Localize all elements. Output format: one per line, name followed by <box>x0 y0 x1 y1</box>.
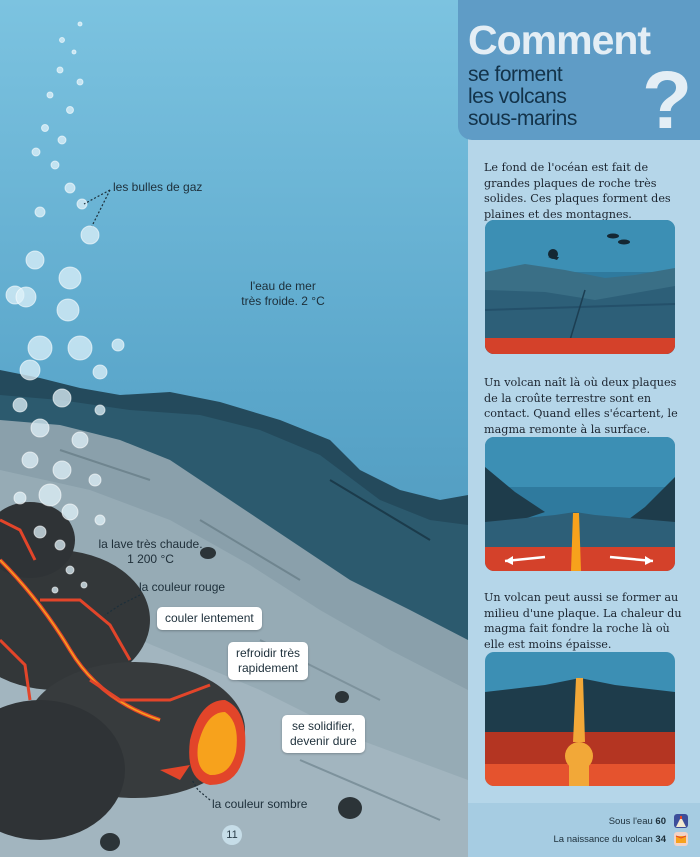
link-under-water-page: 60 <box>655 816 666 827</box>
label-gas-bubbles: les bulles de gaz <box>113 180 203 194</box>
underwater-volcano-scene <box>0 0 468 857</box>
question-mark: ? <box>642 55 693 146</box>
link-under-water[interactable]: Sous l'eau 60 <box>609 816 666 827</box>
label-red-color: la couleur rouge <box>139 580 226 594</box>
label-sea-water-line1: l'eau de mer <box>250 279 316 293</box>
label-sea-water-line2: très froide. 2 °C <box>241 294 325 308</box>
title-line-2: les volcans <box>468 85 567 108</box>
tag-flow-slowly: couler lentement <box>157 607 262 630</box>
paragraph-2: Un volcan naît là où deux plaques de la … <box>484 376 678 436</box>
link-volcano-birth-text: La naissance du volcan <box>553 834 653 845</box>
tag-solidify-line1: se solidifier, <box>292 719 355 733</box>
diagram-plates <box>485 220 675 354</box>
link-volcano-birth[interactable]: La naissance du volcan 34 <box>553 834 666 845</box>
label-hot-lava-line2: 1 200 °C <box>127 552 174 566</box>
diagram-rift <box>485 437 675 571</box>
paragraph-1: Le fond de l'océan est fait de grandes p… <box>484 161 671 221</box>
footer-links: Sous l'eau 60 La naissance du volcan 34 <box>468 803 700 857</box>
title-line-1: se forment <box>468 63 563 86</box>
link-under-water-text: Sous l'eau <box>608 816 653 827</box>
tag-cool-quickly: refroidir très rapidement <box>228 642 309 680</box>
tag-cool-line1: refroidir très <box>236 646 301 660</box>
title-box: Comment se forment les volcans sous-mari… <box>458 0 700 146</box>
tag-solidify-line2: devenir dure <box>290 734 357 748</box>
title-main: Comment <box>468 17 651 63</box>
tag-cool-line2: rapidement <box>237 661 299 675</box>
diagram-hotspot <box>485 652 675 786</box>
book-icon <box>674 832 688 846</box>
label-hot-lava-line1: la lave très chaude. <box>98 537 203 551</box>
pillow-lava <box>0 502 246 840</box>
label-hot-lava: la lave très chaude. 1 200 °C <box>88 537 213 567</box>
paragraph-3: Un volcan peut aussi se former au milieu… <box>484 591 682 651</box>
tag-solidify: se solidifier, devenir dure <box>282 715 365 753</box>
ocean-floor-illustration: les bulles de gaz l'eau de mer très froi… <box>0 0 468 857</box>
title-line-3: sous-marins <box>468 107 577 130</box>
volcano-icon <box>674 814 688 828</box>
gas-bubbles <box>5 21 125 594</box>
label-sea-water: l'eau de mer très froide. 2 °C <box>228 279 338 309</box>
label-dark-color: la couleur sombre <box>212 797 308 811</box>
link-volcano-birth-page: 34 <box>655 834 666 845</box>
page-number: 11 <box>222 825 242 845</box>
